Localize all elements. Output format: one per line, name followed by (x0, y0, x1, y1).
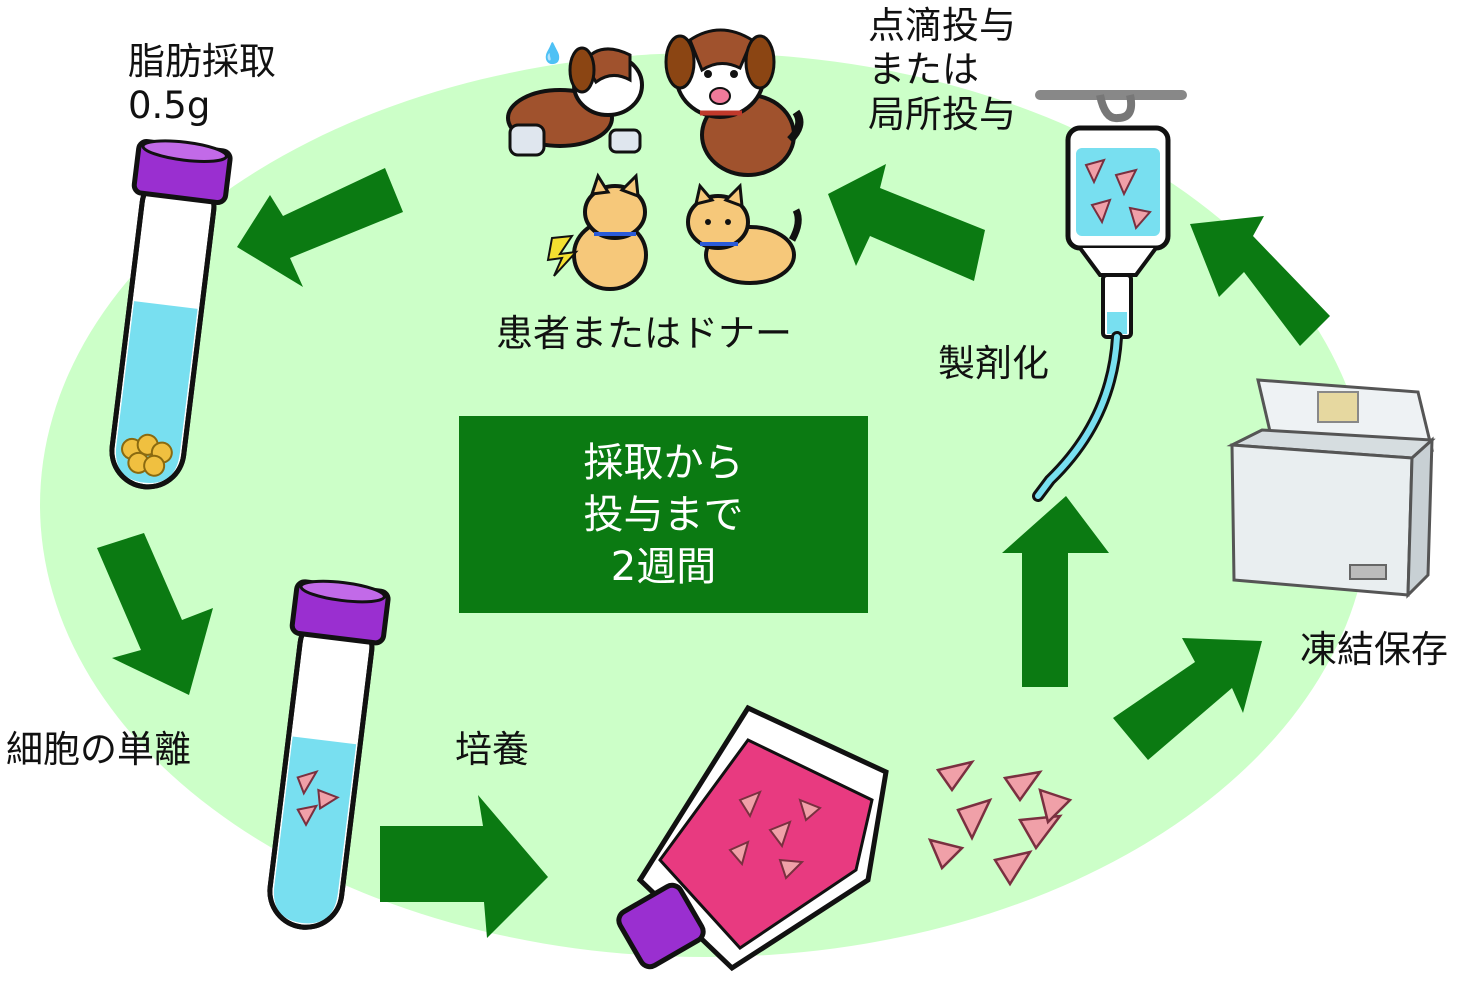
freezer-icon (1226, 378, 1436, 599)
arrow-to-animals (828, 164, 985, 281)
test-tube-cells-icon (267, 579, 391, 930)
center-line-1: 採取から (583, 439, 744, 486)
label-iv-or-local: 点滴投与 または 局所投与 (868, 4, 1016, 136)
center-line-2: 投与まで (583, 491, 744, 538)
arrow-to-tube (237, 168, 403, 287)
arrow-to-flask (380, 795, 548, 938)
svg-text:💧: 💧 (540, 41, 565, 65)
label-formulation: 製剤化 (938, 342, 1049, 385)
arrow-up-center (1002, 496, 1109, 687)
label-fat-harvest: 脂肪採取 0.5g (128, 40, 276, 128)
label-culture: 培養 (455, 728, 529, 771)
injured-cat-icon (546, 172, 648, 291)
label-patient-or-donor: 患者またはドナー (496, 312, 792, 355)
arrow-up-right (1190, 216, 1330, 346)
arrow-to-freezer (1113, 638, 1262, 760)
label-cryopreservation: 凍結保存 (1300, 628, 1448, 671)
injured-dog-icon: 💧 (506, 41, 644, 157)
label-cell-isolation: 細胞の単離 (6, 728, 191, 771)
cat-icon (686, 182, 802, 285)
arrow-down-left (97, 533, 213, 695)
center-summary-box: 採取から 投与まで 2週間 (459, 416, 868, 613)
center-line-3: 2週間 (610, 543, 717, 590)
test-tube-fat-icon (109, 138, 233, 490)
dog-icon (664, 28, 804, 177)
cells-icon (927, 760, 1073, 887)
culture-flask-icon (616, 704, 889, 972)
iv-bag-icon (1032, 90, 1187, 502)
